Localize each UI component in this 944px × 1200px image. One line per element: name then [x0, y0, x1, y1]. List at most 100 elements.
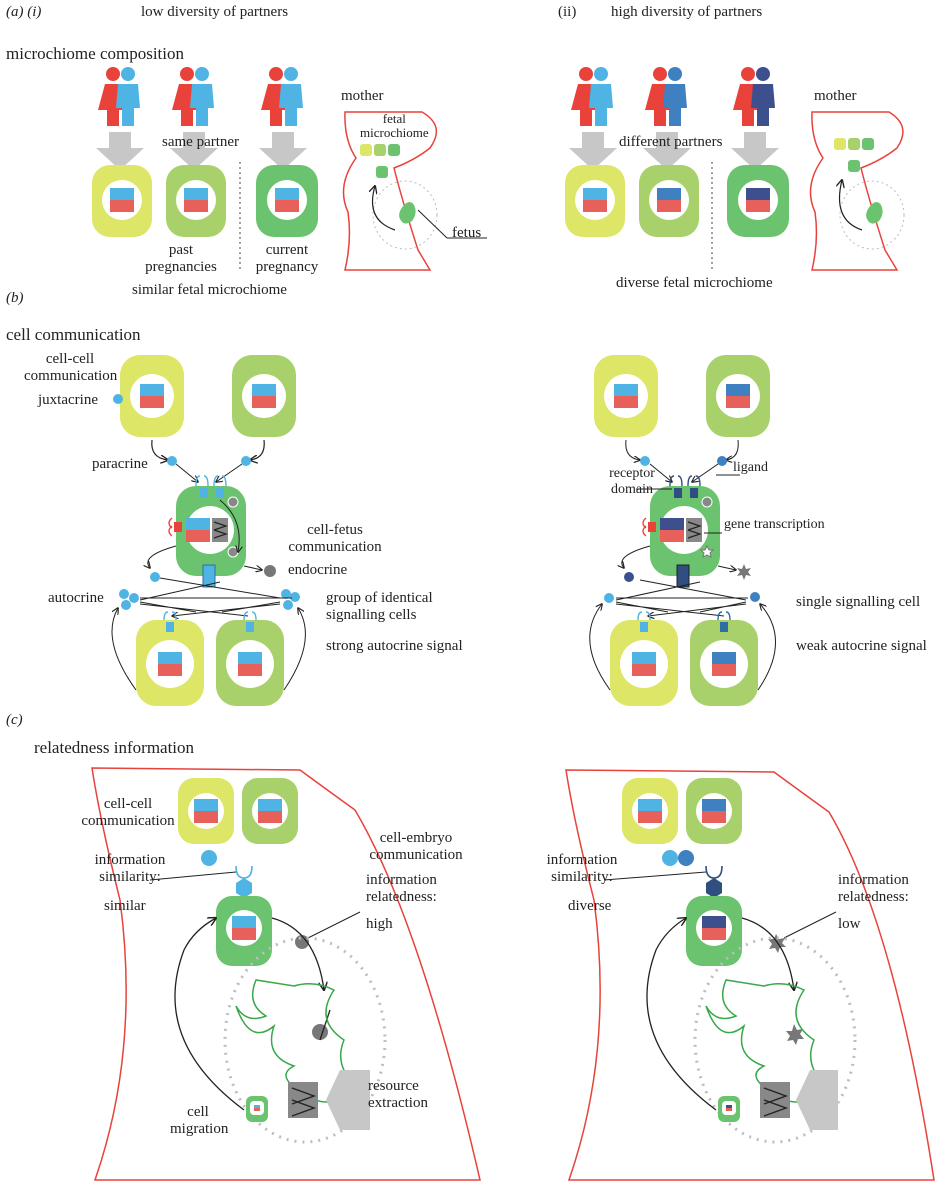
past-cell-4	[639, 165, 699, 237]
panel-a-high-diversity	[565, 67, 905, 272]
autocrine-label: autocrine	[48, 590, 104, 606]
diverse-fetal-label: diverse fetal microchiome	[616, 275, 773, 291]
high-diversity-title: high diversity of partners	[611, 4, 763, 20]
fetal-microchiome-label: fetal microchiome	[360, 111, 429, 140]
weak-autocrine-label: weak autocrine signal	[796, 638, 927, 654]
panel-b-right	[589, 355, 776, 706]
down-arrow-4	[569, 132, 617, 170]
panel-a-low-diversity	[92, 67, 487, 272]
endocrine-signal	[264, 565, 276, 577]
receptor-domain-label: receptor domain	[609, 466, 655, 497]
cell-migration-label: cell migration	[170, 1104, 229, 1137]
paracrine-label: paracrine	[92, 456, 148, 472]
past-cell-1	[92, 165, 152, 237]
c-cell-green	[242, 778, 298, 844]
current-pregnancy-label: current pregnancy	[255, 242, 319, 275]
down-arrow-1	[96, 132, 144, 170]
c-signal-3	[768, 934, 786, 953]
amnion-1	[223, 936, 387, 1144]
couple-3	[261, 67, 303, 126]
resource-arrow-2	[796, 1070, 838, 1130]
past-pregnancies-label: past pregnancies	[145, 242, 217, 275]
autocrine-cluster-right	[281, 589, 300, 610]
couple-6	[733, 67, 775, 126]
low-label: low	[838, 916, 861, 932]
cell-cell-communication-label: cell-cell communication	[24, 351, 118, 384]
autocrine-cluster-left	[119, 589, 139, 610]
information-relatedness-left: information relatedness:	[366, 872, 437, 905]
autocrine-cell-2	[216, 611, 284, 706]
fetus-leader	[417, 209, 448, 239]
amnion-2	[693, 936, 857, 1144]
c-cell-yellow	[178, 778, 234, 844]
mother-label-2: mother	[814, 88, 857, 104]
past-cell-2	[166, 165, 226, 237]
cell-communication-title: cell communication	[6, 325, 141, 344]
same-partner-label: same partner	[162, 134, 240, 150]
mother-silhouette-c1	[91, 767, 481, 1181]
signal-cell-yellow-top-2	[594, 355, 658, 437]
c-ligand	[201, 850, 217, 866]
down-arrow-6	[731, 132, 779, 170]
signal-cell-yellow-top	[120, 355, 184, 437]
cell-fetus-communication-label: cell-fetus communication	[288, 522, 382, 555]
c-migrating-cell-2	[718, 1096, 740, 1122]
juxtacrine-label: juxtacrine	[38, 392, 98, 408]
juxtacrine-ligand	[113, 394, 123, 404]
c-signal-2	[312, 1024, 328, 1040]
c-cell-green-2	[686, 778, 742, 844]
down-arrow-3	[259, 132, 307, 170]
c-receiving-cell	[216, 896, 272, 966]
gene-transcription-label: gene transcription	[724, 517, 825, 532]
cell-cell-communication-c: cell-cell communication	[81, 796, 175, 829]
receiving-cell	[168, 475, 246, 588]
c-signal-4	[786, 1024, 804, 1045]
mother-silhouette-c2	[565, 769, 935, 1181]
group-identical-label: group of identical signalling cells	[326, 590, 433, 623]
mother-silhouette-a1	[342, 111, 438, 271]
diverse-label: diverse	[568, 898, 612, 914]
c-receiving-cell-2	[686, 896, 742, 966]
resource-arrow-1	[326, 1070, 370, 1130]
single-signalling-label: single signalling cell	[796, 594, 921, 610]
similar-fetal-label: similar fetal microchiome	[132, 282, 287, 298]
couple-1	[98, 67, 140, 126]
current-cell	[256, 165, 318, 237]
paracrine-ligand-1	[167, 456, 177, 466]
couple-5	[645, 67, 687, 126]
paracrine-ligand-2	[241, 456, 251, 466]
couple-2	[172, 67, 214, 126]
signal-cell-green-top	[232, 355, 296, 437]
information-relatedness-right: information relatedness:	[838, 872, 909, 905]
panel-c-label: (c)	[6, 712, 23, 728]
panel-b-left	[111, 355, 306, 706]
autocrine-cell-4	[690, 611, 758, 706]
relatedness-title: relatedness information	[34, 738, 195, 757]
autocrine-cell-1	[136, 611, 204, 706]
c-cell-yellow-2	[622, 778, 678, 844]
signal-cell-green-top-2	[706, 355, 770, 437]
c-migrating-cell	[246, 1096, 268, 1122]
different-partners-label: different partners	[619, 134, 723, 150]
endocrine-label: endocrine	[288, 562, 348, 578]
mother-silhouette-a2	[809, 111, 905, 271]
ligand-label: ligand	[733, 460, 768, 475]
fetus-label: fetus	[452, 225, 482, 241]
low-diversity-title: low diversity of partners	[141, 4, 289, 20]
strong-autocrine-label: strong autocrine signal	[326, 638, 463, 654]
cell-embryo-communication-label: cell-embryo communication	[369, 830, 463, 863]
past-cell-3	[565, 165, 625, 237]
endocrine-signal-2	[737, 564, 751, 580]
resource-extraction-label: resource extraction	[368, 1078, 428, 1111]
panel-c-left	[91, 767, 481, 1181]
information-similarity-left: information similarity:	[94, 852, 166, 885]
high-diversity-label: (ii)	[558, 4, 577, 20]
microchiome-title: microchiome composition	[6, 44, 184, 63]
autocrine-cell-3	[610, 611, 678, 706]
information-similarity-right: information similarity:	[546, 852, 618, 885]
panel-a-label: (a) (i)	[6, 4, 42, 20]
receiving-cell-2	[642, 475, 720, 588]
panel-b-label: (b)	[6, 290, 24, 306]
couple-4	[571, 67, 613, 126]
